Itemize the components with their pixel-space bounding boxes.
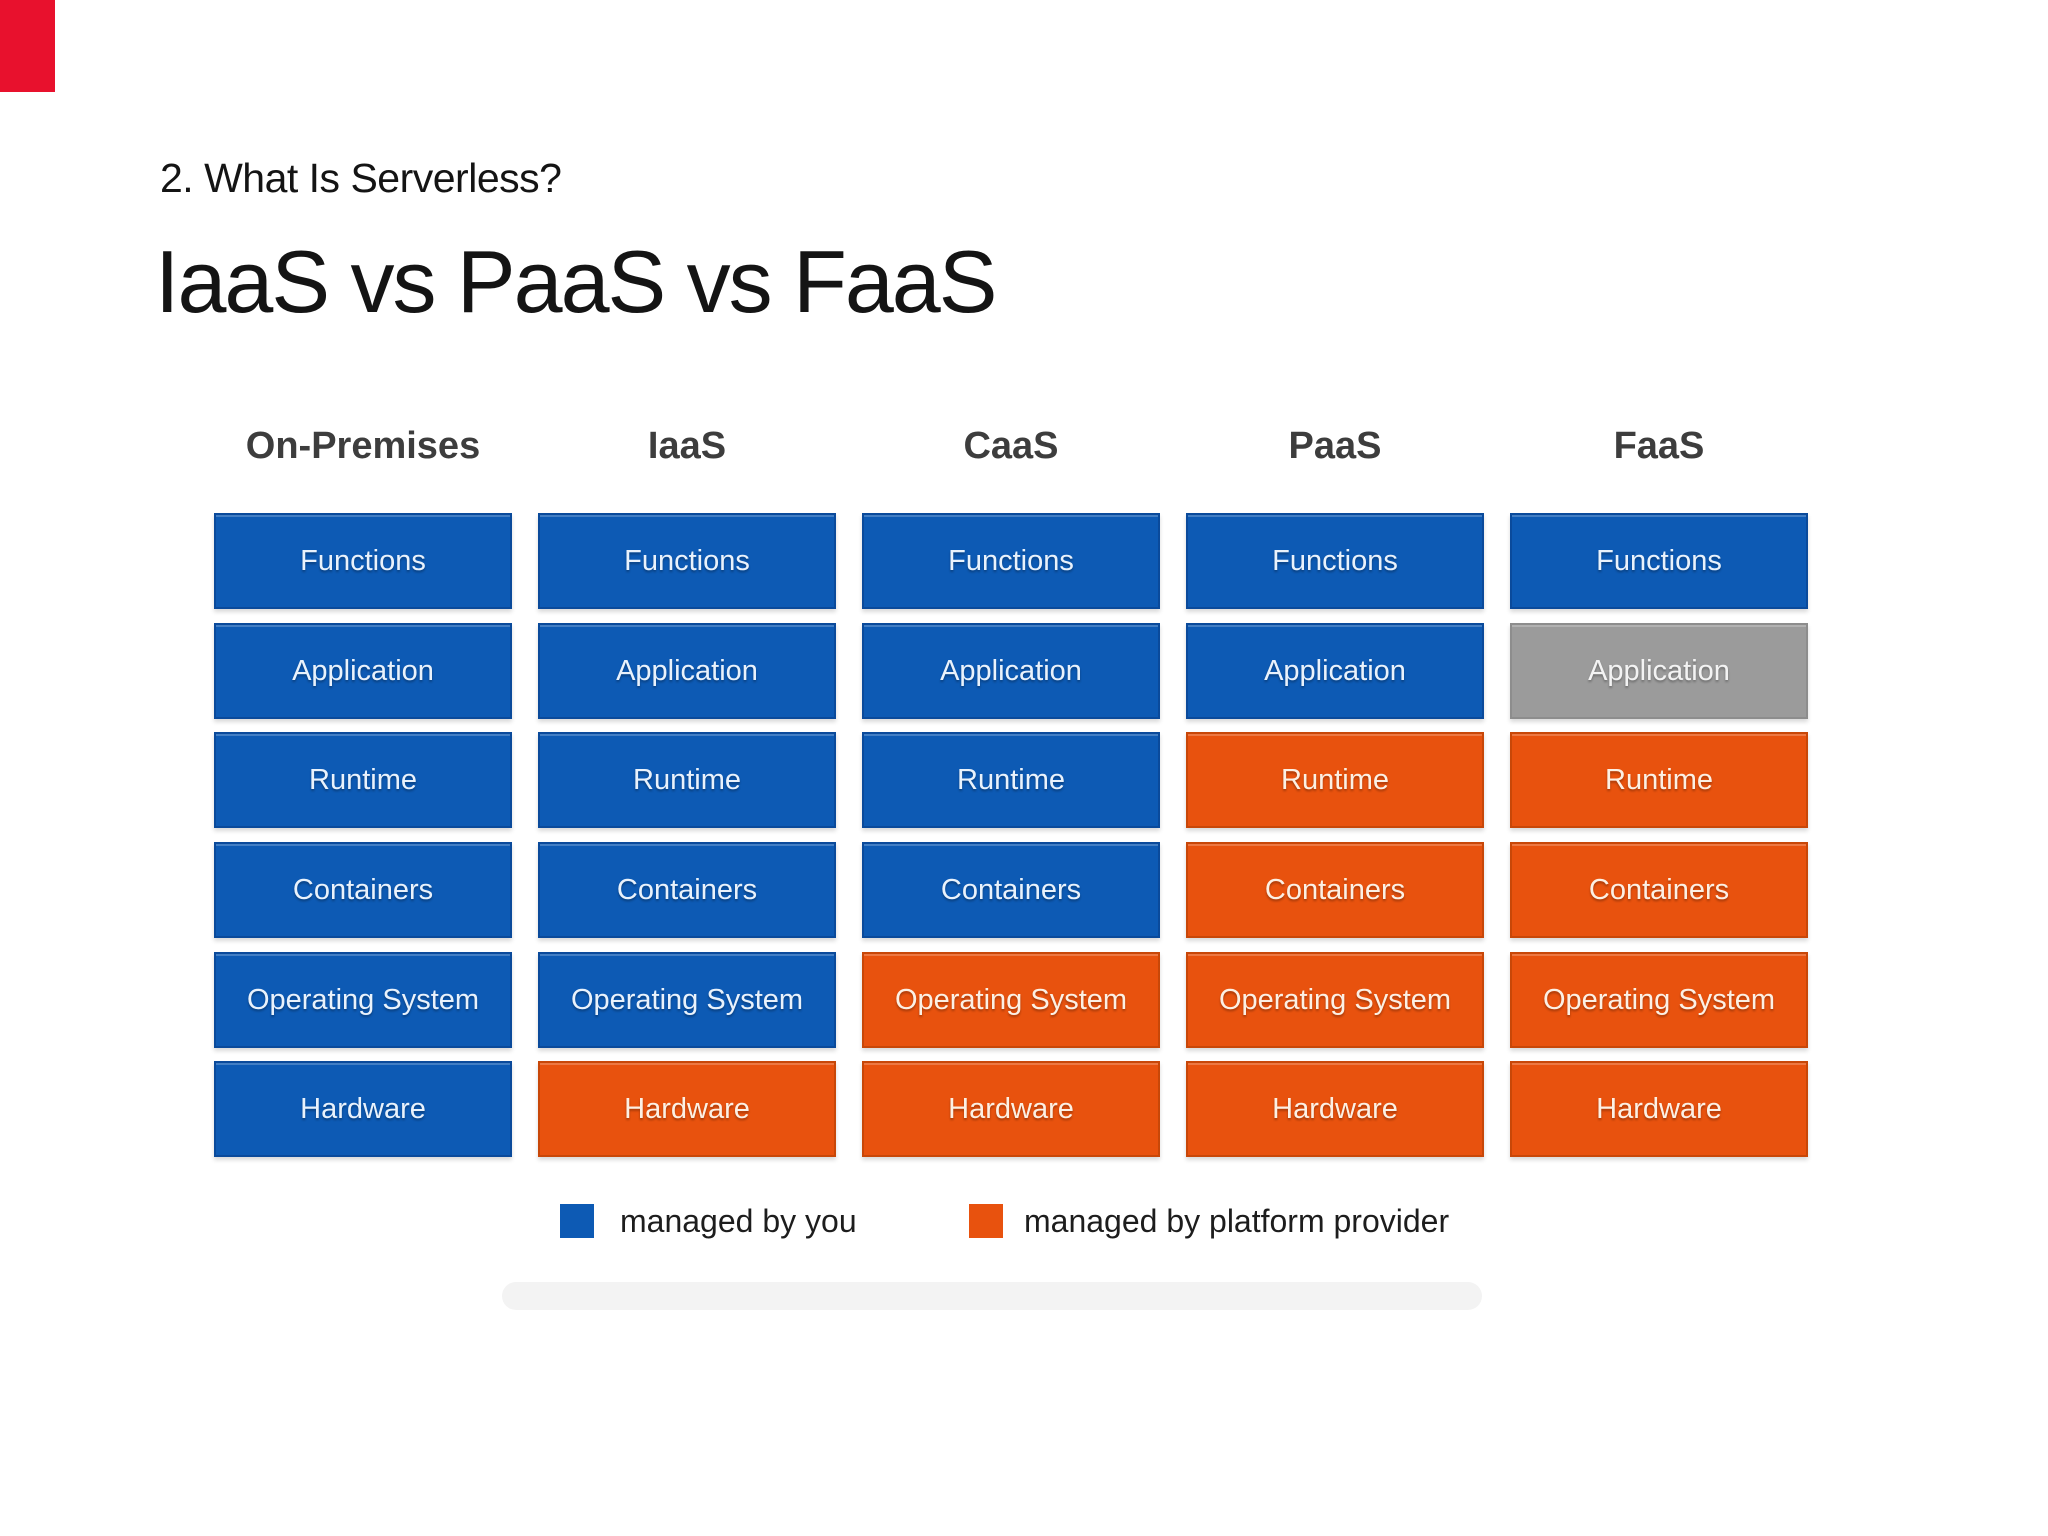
artifact-shadow-band xyxy=(502,1282,1482,1310)
stack-cell-faas-functions: Functions xyxy=(1510,513,1808,609)
stack-cell-faas-application: Application xyxy=(1510,623,1808,719)
stack-cell-caas-operating-system: Operating System xyxy=(862,952,1160,1048)
stack-cell-paas-containers: Containers xyxy=(1186,842,1484,938)
stack-cell-faas-operating-system: Operating System xyxy=(1510,952,1808,1048)
section-kicker: 2. What Is Serverless? xyxy=(160,155,562,201)
stack-cell-paas-hardware: Hardware xyxy=(1186,1061,1484,1157)
stack-cell-iaas-functions: Functions xyxy=(538,513,836,609)
legend-label-managed-by-provider: managed by platform provider xyxy=(1024,1203,1450,1239)
stack-cell-on-premises-runtime: Runtime xyxy=(214,732,512,828)
stack-cell-caas-runtime: Runtime xyxy=(862,732,1160,828)
stack-cell-caas-containers: Containers xyxy=(862,842,1160,938)
stack-cell-faas-containers: Containers xyxy=(1510,842,1808,938)
stack-cell-on-premises-functions: Functions xyxy=(214,513,512,609)
stack-cell-caas-application: Application xyxy=(862,623,1160,719)
stack-cell-on-premises-hardware: Hardware xyxy=(214,1061,512,1157)
stack-cell-caas-hardware: Hardware xyxy=(862,1061,1160,1157)
legend-swatch-managed-by-provider xyxy=(969,1204,1003,1238)
page-title: IaaS vs PaaS vs FaaS xyxy=(155,232,997,331)
column-header-paas: PaaS xyxy=(1288,425,1382,467)
column-header-iaas: IaaS xyxy=(647,425,727,467)
stack-cell-on-premises-operating-system: Operating System xyxy=(214,952,512,1048)
stack-cell-paas-application: Application xyxy=(1186,623,1484,719)
legend-swatch-managed-by-you xyxy=(560,1204,594,1238)
stack-cell-faas-runtime: Runtime xyxy=(1510,732,1808,828)
stack-cell-caas-functions: Functions xyxy=(862,513,1160,609)
red-annotation-marker xyxy=(0,0,55,92)
stack-cell-paas-functions: Functions xyxy=(1186,513,1484,609)
stack-cell-iaas-hardware: Hardware xyxy=(538,1061,836,1157)
stack-cell-faas-hardware: Hardware xyxy=(1510,1061,1808,1157)
legend-label-managed-by-you: managed by you xyxy=(620,1203,857,1239)
stack-cell-paas-operating-system: Operating System xyxy=(1186,952,1484,1048)
column-header-faas: FaaS xyxy=(1613,425,1705,467)
stack-cell-iaas-operating-system: Operating System xyxy=(538,952,836,1048)
stack-cell-on-premises-application: Application xyxy=(214,623,512,719)
stack-cell-iaas-application: Application xyxy=(538,623,836,719)
stack-cell-paas-runtime: Runtime xyxy=(1186,732,1484,828)
stack-cell-iaas-runtime: Runtime xyxy=(538,732,836,828)
stack-cell-iaas-containers: Containers xyxy=(538,842,836,938)
column-header-on-premises: On-Premises xyxy=(245,425,481,467)
column-header-caas: CaaS xyxy=(963,425,1059,467)
stack-cell-on-premises-containers: Containers xyxy=(214,842,512,938)
